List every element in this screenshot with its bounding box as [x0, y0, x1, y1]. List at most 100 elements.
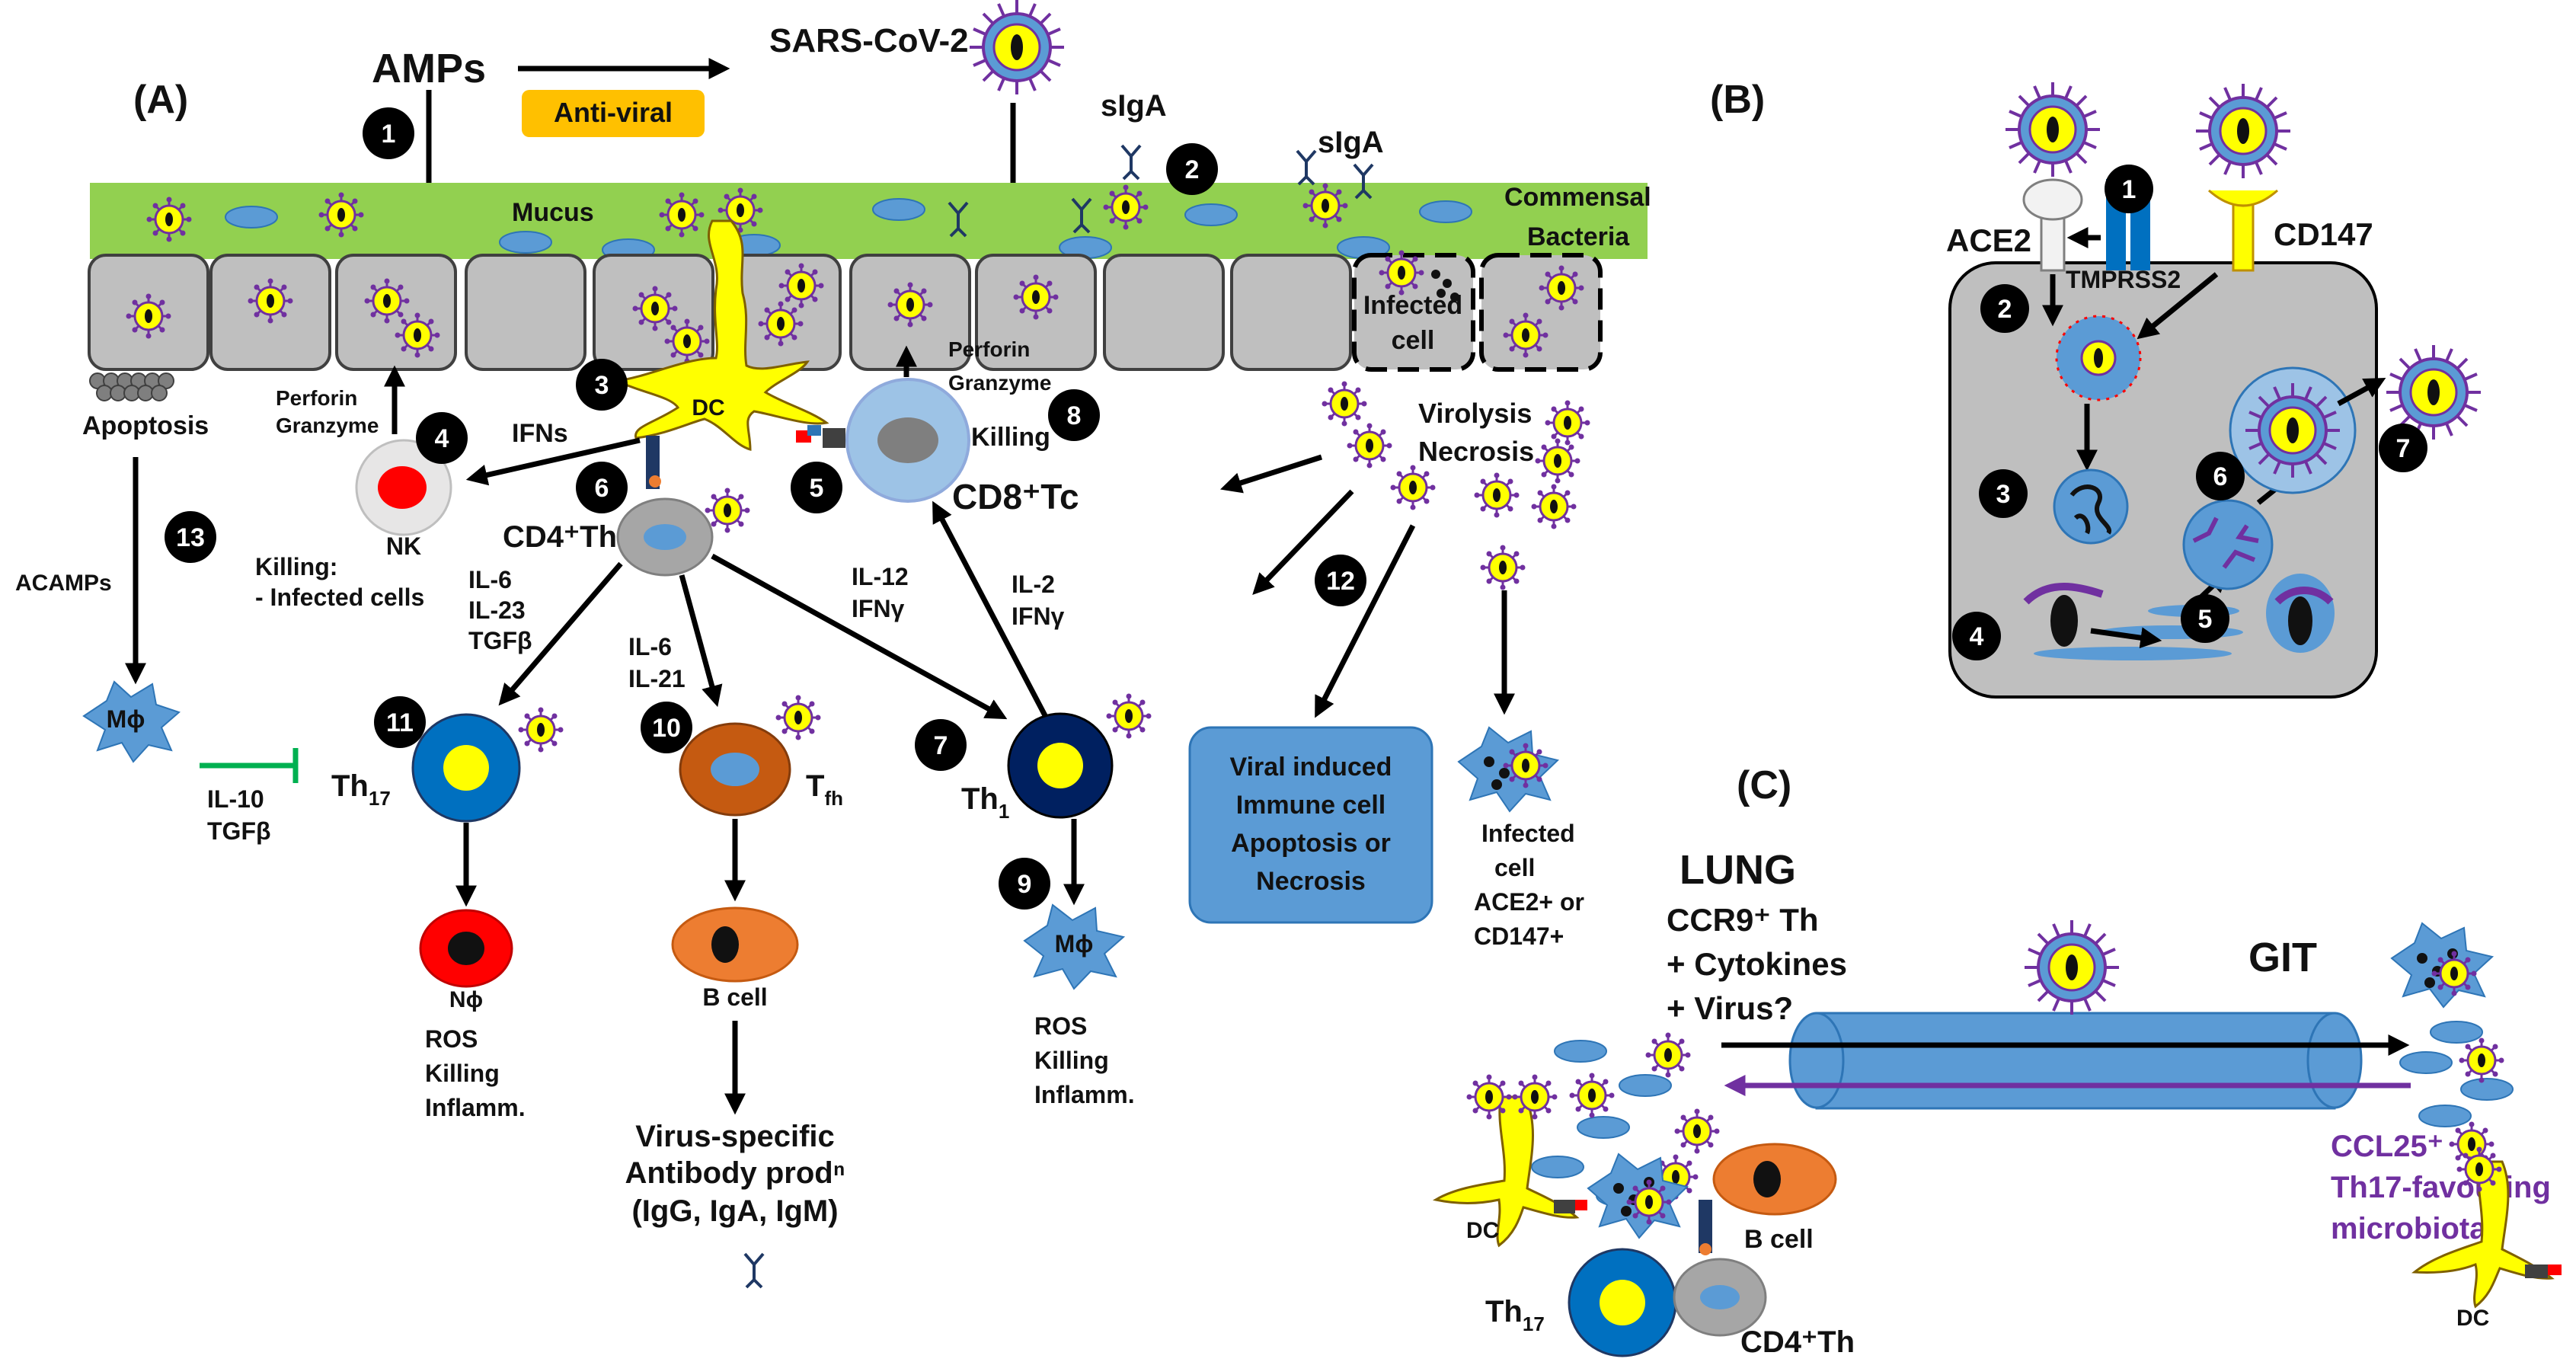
step-badge: [791, 462, 842, 513]
step-badge-number: 10: [652, 714, 681, 743]
bacteria-icon: [2418, 1105, 2472, 1127]
ros-n-1: ROS: [425, 1025, 478, 1053]
cyt-th1-2: IFNγ: [852, 595, 905, 622]
assembling-virion: [2182, 499, 2274, 590]
step-badge-number: 7: [2396, 434, 2411, 463]
bcell-c-label: B cell: [1744, 1225, 1814, 1254]
step-badge: [363, 107, 414, 159]
bacteria-icon: [1184, 203, 1238, 226]
cd4-c-nucleus: [1700, 1285, 1740, 1309]
necrosis-label: Necrosis: [1418, 436, 1534, 467]
viral-box-3: Apoptosis or: [1231, 829, 1391, 858]
tcr-receptor: [823, 428, 845, 448]
ccr9-2: + Cytokines: [1667, 946, 1847, 982]
antigen-peptide: [2548, 1264, 2562, 1275]
bacteria-icon: [872, 198, 925, 221]
antigen-peptide: [1575, 1200, 1587, 1210]
antibody-label-1: Virus-specific: [635, 1120, 835, 1153]
tfh-sub: fh: [824, 787, 843, 810]
entry-arrow: [2137, 272, 2219, 340]
step-badge: [915, 719, 967, 771]
infected-label-1: Infected: [1363, 291, 1462, 320]
bacteria-icon: [2399, 1051, 2453, 1074]
th1-sub: 1: [999, 800, 1009, 823]
virus-ace2-icon: [2004, 81, 2101, 178]
step-badge-number: 1: [2122, 175, 2137, 204]
bacteria-icon: [1419, 200, 1472, 223]
step-badge-number: 8: [1067, 401, 1082, 430]
vesicle-protein: [2274, 587, 2334, 605]
virus-icon: [1673, 1108, 1721, 1155]
virus-icon: [1530, 483, 1577, 530]
virus-icon: [1105, 692, 1152, 740]
th1-nucleus: [1037, 743, 1083, 788]
infcell-1: Infected: [1481, 820, 1575, 847]
step-badge: [2181, 594, 2229, 643]
cyt-tfh-1: IL-6: [628, 633, 672, 660]
epithelial-cell: [1103, 254, 1225, 371]
circulation-tube: [1815, 1012, 2336, 1110]
dendritic-cell: [612, 219, 829, 451]
th17-nucleus: [443, 745, 489, 791]
step-badge-number: 2: [1185, 155, 1200, 184]
bacteria-icon: [499, 231, 552, 254]
translation-rna: [2023, 583, 2104, 605]
step-badge-number: 13: [176, 523, 205, 552]
th17-c-sub: 17: [1523, 1312, 1545, 1335]
ccr9-1: CCR9⁺ Th: [1667, 902, 1819, 938]
perforin-nk-1: Perforin: [276, 386, 357, 410]
viral-box-2: Immune cell: [1236, 791, 1386, 820]
step-badge: [1980, 284, 2029, 333]
bacteria-icon: [1619, 1074, 1672, 1097]
dendritic-cell-lung: [1432, 1095, 1580, 1248]
step-badge-number: 5: [2198, 605, 2213, 634]
step-badge-number: 4: [1970, 622, 1984, 651]
bacteria-icon: [2430, 1021, 2483, 1044]
virus-icon: [1473, 472, 1520, 519]
antiviral-label: Anti-viral: [554, 97, 673, 128]
virus-icon: [1321, 380, 1368, 427]
tfh-label: Tfh: [806, 769, 843, 810]
cyt-cd8-2: IFNγ: [1012, 603, 1065, 630]
step-badge: [576, 462, 628, 513]
antibody-icon: [743, 1252, 765, 1289]
th1-main: Th: [961, 782, 999, 816]
to-viral-box-arrow: [1315, 524, 1416, 718]
commensal-label-2: Bacteria: [1527, 222, 1630, 251]
sarscov2-virus-icon: [968, 0, 1066, 96]
cd8-label: CD8⁺Tc: [952, 477, 1079, 516]
il10-label-1: IL-10: [207, 785, 264, 813]
tfh-main: T: [806, 769, 824, 803]
il10-label-2: TGFβ: [207, 817, 271, 845]
step-badge-number: 3: [1996, 480, 2011, 509]
viral-box-4: Necrosis: [1256, 867, 1366, 896]
viral-rna: [2069, 484, 2111, 535]
virus-icon: [1346, 422, 1393, 469]
epithelial-cell: [1230, 254, 1352, 371]
macrophage-left: [82, 680, 181, 763]
ccr9-3: + Virus?: [1667, 990, 1793, 1026]
step-badge: [576, 359, 628, 411]
infcell-3: ACE2+ or: [1474, 888, 1584, 916]
step-badge: [1315, 555, 1366, 606]
virolysis-arrow: [1252, 489, 1354, 596]
virus-icon: [775, 694, 822, 741]
mhc-receptor: [1554, 1200, 1575, 1213]
ros-m-2: Killing: [1034, 1047, 1109, 1074]
ccl25-2: Th17-favouring: [2331, 1171, 2551, 1204]
step-badge-number: 6: [595, 474, 609, 503]
bacteria-icon: [1577, 1116, 1630, 1139]
neutrophil-nucleus: [448, 932, 484, 965]
th17-sub: 17: [369, 787, 391, 810]
step-badge: [1952, 612, 2001, 660]
perforin-cd8-2: Granzyme: [948, 371, 1051, 395]
cd4-to-tfh-arrow: [679, 574, 723, 708]
cd4-to-th1-arrow: [711, 553, 1008, 720]
step-badge-number: 5: [810, 474, 824, 503]
virus-mature-icon: [2244, 382, 2341, 479]
dc-label: DC: [692, 395, 724, 420]
step-badge-number: 12: [1326, 567, 1355, 596]
bacteria-icon: [1531, 1156, 1584, 1178]
step-badge-number: 4: [435, 424, 449, 453]
